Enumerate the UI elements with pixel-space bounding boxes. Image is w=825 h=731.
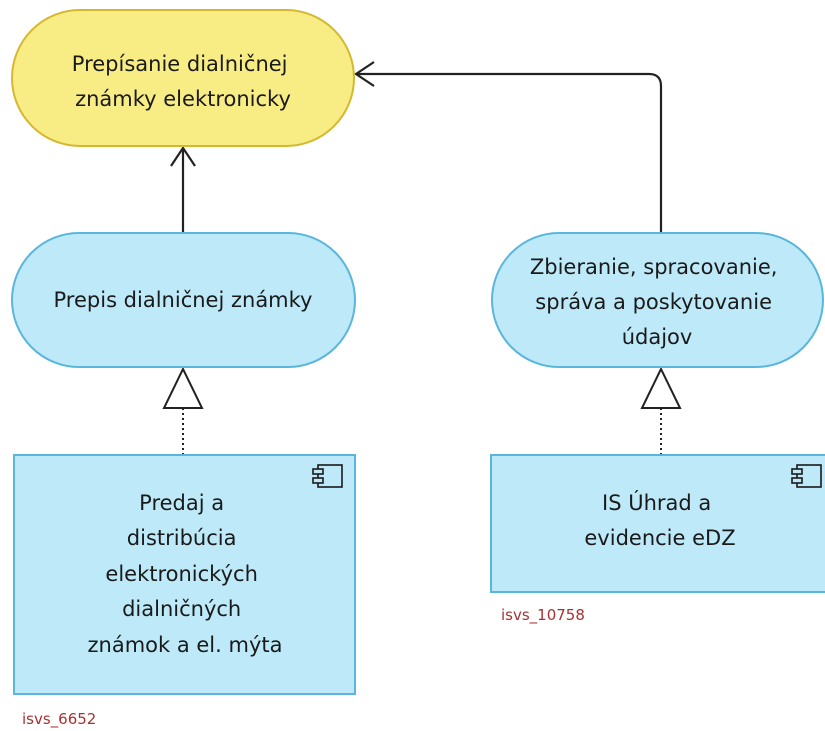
component-left[interactable]: Predaj a distribúcia elektronických dial… — [13, 454, 356, 695]
service-top[interactable]: Prepísanie dialničnej známky elektronick… — [11, 9, 355, 147]
svg-text:Prepísanie dialničnej zn: Prepísanie dialničnej známky elektronick… — [72, 52, 294, 111]
triangle-right-realization — [640, 366, 682, 409]
service-left[interactable]: Prepis dialničnej známky — [11, 232, 356, 368]
svg-text:Predaj a distribúcia: Predaj a distribúcia elektronických dial… — [88, 491, 283, 657]
component-right[interactable]: IS Úhrad a evidencie eDZ — [490, 454, 825, 593]
service-right-line-2: správa a poskytovanie — [535, 290, 772, 314]
component-left-shape — [13, 454, 356, 695]
component-left-line-3: elektronických — [105, 562, 257, 586]
component-right-line-1: IS Úhrad a — [602, 490, 711, 515]
service-left-line-1: Prepis dialničnej známky — [54, 288, 313, 312]
service-top-shape — [11, 9, 355, 147]
svg-text:IS Úhrad a evidencie eDZ: IS Úhrad a evidencie eDZ — [584, 490, 735, 550]
svg-text:Zbieranie, spracovanie,: Zbieranie, spracovanie, správa a poskyto… — [530, 255, 784, 349]
service-right-line-3: údajov — [622, 325, 693, 349]
component-icon — [791, 464, 822, 488]
component-right-shape — [490, 454, 825, 593]
service-top-line-1: Prepísanie dialničnej — [72, 52, 288, 76]
edges — [162, 61, 682, 455]
component-left-line-4: dialničných — [122, 597, 241, 621]
service-right-shape — [491, 232, 824, 368]
service-left-shape — [11, 232, 356, 368]
service-right-line-1: Zbieranie, spracovanie, — [530, 255, 778, 279]
arrowhead-top-service-right — [354, 61, 375, 87]
triangle-left-realization — [162, 366, 204, 409]
component-left-caption: isvs_6652 — [22, 710, 96, 729]
service-right[interactable]: Zbieranie, spracovanie, správa a poskyto… — [491, 232, 824, 368]
edge-right-service-to-top — [356, 72, 663, 232]
component-left-line-1: Predaj a — [139, 491, 224, 515]
service-top-line-2: známky elektronicky — [75, 87, 291, 111]
svg-text:Prepis dialničnej známky: Prepis dialničnej známky — [54, 288, 313, 312]
component-left-line-5: známok a el. mýta — [88, 633, 283, 657]
component-icon — [312, 464, 343, 488]
component-right-caption: isvs_10758 — [501, 606, 585, 625]
arrowhead-top-service-bottom — [170, 146, 196, 167]
component-right-line-2: evidencie eDZ — [584, 526, 735, 550]
component-left-line-2: distribúcia — [127, 526, 237, 550]
